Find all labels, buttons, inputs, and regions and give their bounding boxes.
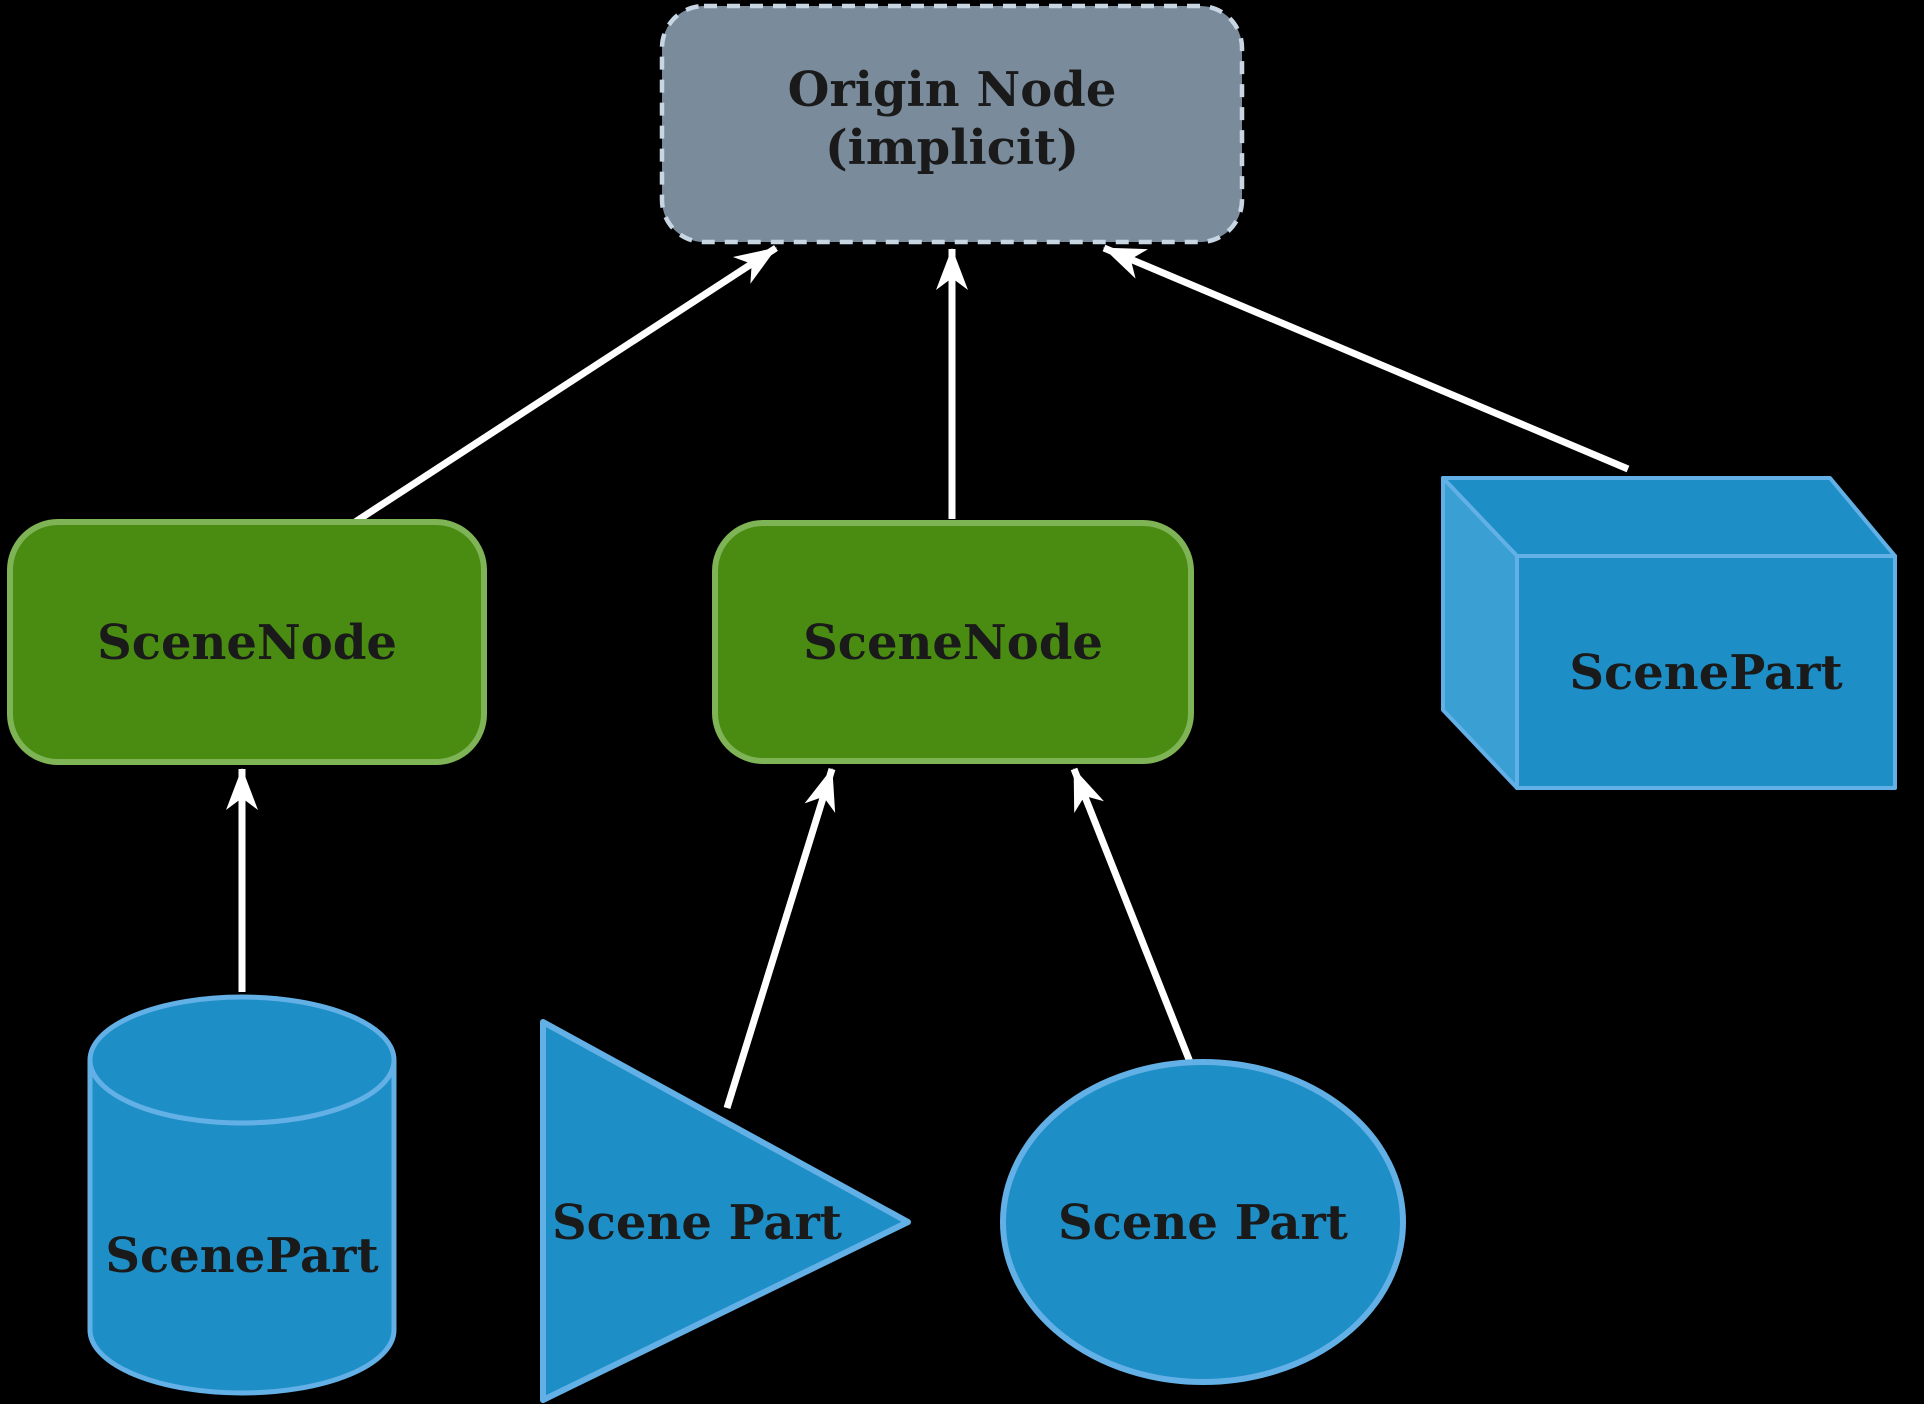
scene-node-center: SceneNode <box>712 520 1194 764</box>
scene-part-triangle-label: Scene Part <box>552 1195 842 1251</box>
scene-part-box-label: ScenePart <box>1569 645 1842 701</box>
scene-part-cylinder-top <box>87 994 397 1126</box>
scene-part-box-front-face <box>1515 554 1897 790</box>
scene-part-cylinder-label: ScenePart <box>105 1228 378 1284</box>
scene-node-center-label: SceneNode <box>803 615 1103 671</box>
scene-part-triangle-shape <box>540 1019 911 1403</box>
scene-part-cylinder: ScenePart <box>87 994 397 1396</box>
origin-node-label-line2: (implicit) <box>825 120 1079 176</box>
scene-node-left-label: SceneNode <box>97 615 397 671</box>
origin-node-shape <box>659 3 1245 245</box>
origin-node: Origin Node (implicit) <box>659 3 1245 245</box>
edge-box-scenepart-to-origin <box>1102 244 1630 473</box>
origin-node-label-line1: Origin Node <box>788 62 1117 118</box>
scene-part-box-top-face <box>1441 476 1897 558</box>
scene-part-ellipse: Scene Part <box>1000 1059 1406 1385</box>
scene-node-center-shape <box>712 520 1194 764</box>
scene-part-triangle: Scene Part <box>540 1019 911 1403</box>
edge-left-scenenode-to-origin <box>350 245 778 527</box>
scene-part-box: ScenePart <box>1441 476 1897 790</box>
scene-node-left: SceneNode <box>7 519 487 765</box>
edge-triangle-scenepart-to-center-scenenode <box>723 767 836 1110</box>
edges <box>226 244 1630 1110</box>
edge-ellipse-scenepart-to-center-scenenode <box>1070 767 1194 1064</box>
scene-part-ellipse-shape <box>1000 1059 1406 1385</box>
scene-part-ellipse-label: Scene Part <box>1058 1195 1348 1251</box>
scene-node-left-shape <box>7 519 487 765</box>
